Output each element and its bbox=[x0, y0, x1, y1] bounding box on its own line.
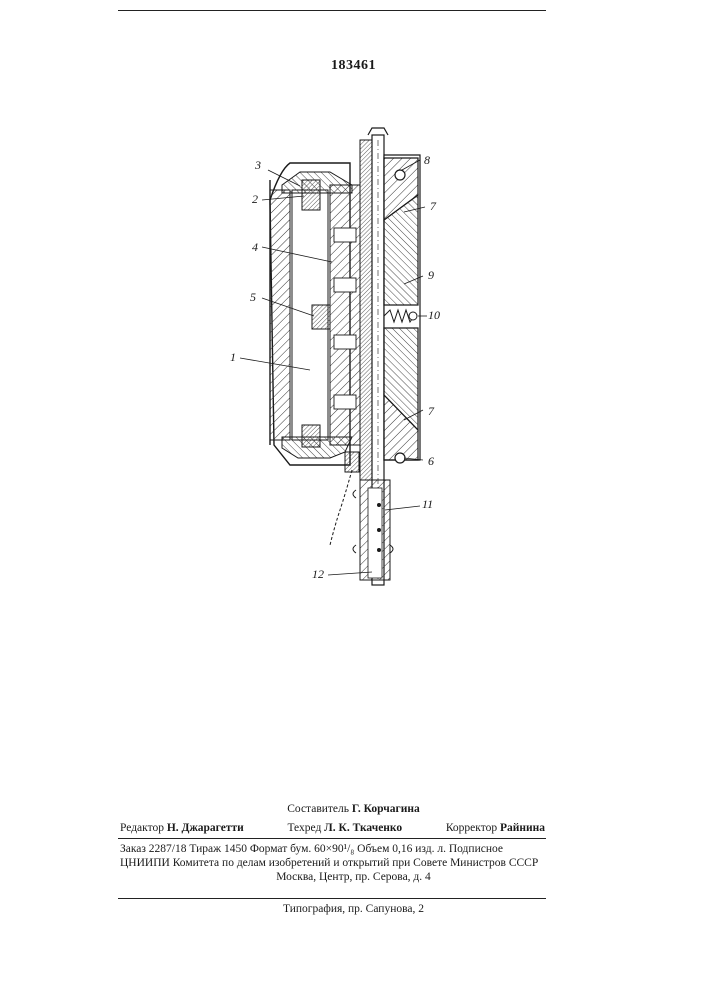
cable bbox=[330, 470, 352, 545]
editor-name: Н. Джарагетти bbox=[167, 822, 244, 834]
techred-name: Л. К. Ткаченко bbox=[324, 822, 402, 834]
label-9: 9 bbox=[428, 268, 434, 283]
credits-line: Редактор Н. Джарагетти Техред Л. К. Ткач… bbox=[120, 822, 545, 834]
compiler-name: Г. Корчагина bbox=[352, 803, 420, 815]
screw-part-5 bbox=[312, 305, 330, 329]
label-8: 8 bbox=[424, 153, 430, 168]
editor-credit: Редактор Н. Джарагетти bbox=[120, 822, 244, 834]
compiler-prefix: Составитель bbox=[287, 803, 349, 815]
label-6-bottom: 6 bbox=[428, 454, 434, 469]
corrector-credit: Корректор Райнина bbox=[446, 822, 545, 834]
label-1: 1 bbox=[230, 350, 236, 365]
top-coil bbox=[302, 180, 320, 210]
footer-rule-bottom bbox=[118, 898, 546, 899]
corrector-name: Райнина bbox=[500, 822, 545, 834]
footer-rule-top bbox=[118, 838, 546, 839]
tube-wall bbox=[360, 140, 372, 480]
label-3: 3 bbox=[255, 158, 261, 173]
label-2: 2 bbox=[252, 192, 258, 207]
left-wall bbox=[270, 190, 290, 440]
techred-prefix: Техред bbox=[287, 822, 321, 834]
label-4: 4 bbox=[252, 240, 258, 255]
label-10: 10 bbox=[428, 308, 440, 323]
label-11: 11 bbox=[422, 497, 433, 512]
bottom-coil bbox=[302, 425, 320, 447]
organization-line: ЦНИИПИ Комитета по делам изобретений и о… bbox=[120, 857, 545, 869]
compiler-line: Составитель Г. Корчагина bbox=[0, 803, 707, 815]
label-7-bottom: 7 bbox=[428, 404, 434, 419]
address-line: Москва, Центр, пр. Серова, д. 4 bbox=[0, 871, 707, 883]
right-block bbox=[384, 155, 420, 463]
label-12: 12 bbox=[312, 567, 324, 582]
printing-line: Типография, пр. Сапунова, 2 bbox=[0, 903, 707, 915]
editor-prefix: Редактор bbox=[120, 822, 164, 834]
corrector-prefix: Корректор bbox=[446, 822, 497, 834]
techred-credit: Техред Л. К. Ткаченко bbox=[287, 822, 402, 834]
label-7-top: 7 bbox=[430, 199, 436, 214]
order-line: Заказ 2287/18 Тираж 1450 Формат бум. 60×… bbox=[120, 843, 545, 855]
label-5: 5 bbox=[250, 290, 256, 305]
